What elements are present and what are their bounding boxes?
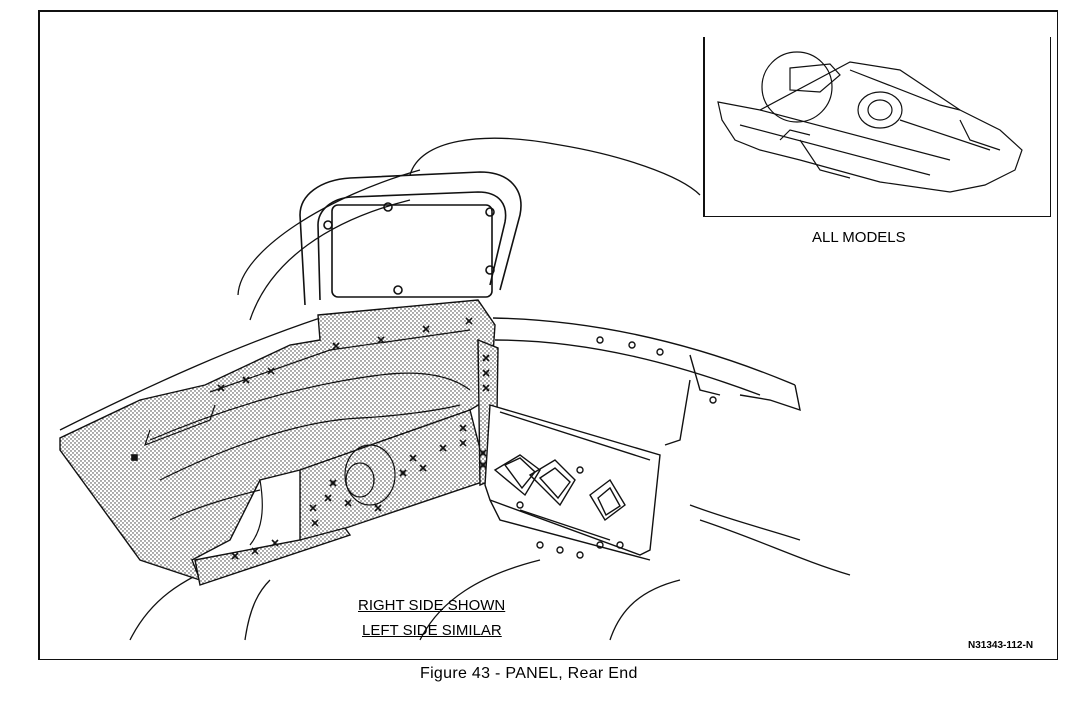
figure-frame	[38, 10, 1058, 660]
weld-markers	[131, 317, 490, 560]
panel-contours	[144, 329, 471, 546]
inset-box	[703, 37, 1051, 217]
body-outline	[59, 137, 851, 641]
rear-crossmember	[484, 404, 661, 561]
side-note-right-shown: RIGHT SIDE SHOWN	[358, 597, 506, 614]
figure-reference-code: N31343-112-N	[968, 640, 1034, 651]
side-note-left-similar: LEFT SIDE SIMILAR	[362, 622, 502, 639]
figure-caption: Figure 43 - PANEL, Rear End	[420, 665, 638, 682]
rear-end-panel	[59, 299, 499, 586]
deck-opening-frame	[492, 317, 801, 446]
inset-vehicle-sketch	[717, 51, 1023, 193]
quarter-window-frame	[299, 171, 522, 306]
inset-label: ALL MODELS	[812, 229, 906, 246]
